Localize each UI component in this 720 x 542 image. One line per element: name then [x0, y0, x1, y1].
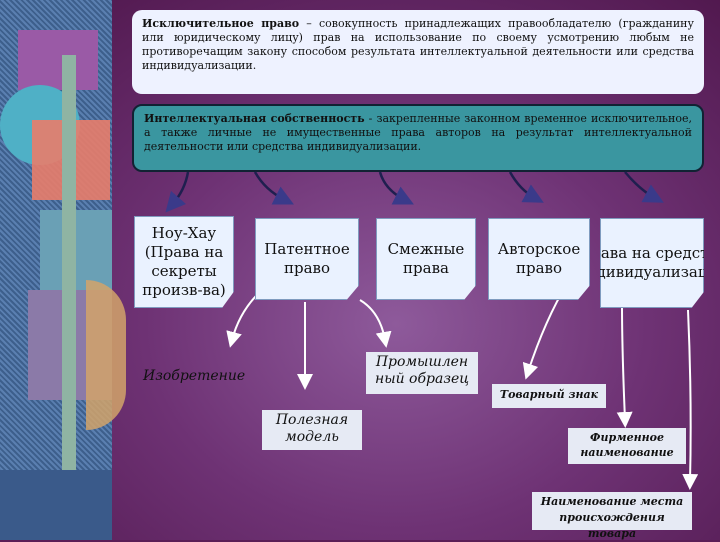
- exclusive-right-definition: Исключительное право – совокупность прин…: [132, 10, 704, 94]
- category-copyright: Авторское право: [488, 218, 590, 300]
- exclusive-right-term: Исключительное право: [142, 17, 300, 30]
- category-related-rights: Смежные права: [376, 218, 476, 300]
- item-trade-name: Фирменное наименование: [568, 428, 686, 464]
- intellectual-property-term: Интеллектуальная собственность: [144, 112, 365, 125]
- item-place-of-origin: Наименование места происхождения товара: [532, 492, 692, 540]
- item-trademark: Товарный знак: [492, 384, 606, 408]
- decor-block: [18, 30, 98, 90]
- item-invention: Изобретение: [143, 368, 246, 384]
- intellectual-property-text: - закрепленные законном временное исключ…: [144, 112, 693, 153]
- category-patent-law: Патентное право: [255, 218, 359, 300]
- category-label: Права на средства индивидуализации: [576, 244, 720, 281]
- decor-block: [0, 470, 112, 540]
- category-label: Авторское право: [497, 240, 581, 277]
- decor-half-circle: [86, 280, 126, 430]
- decorative-side-panel: [0, 0, 126, 540]
- category-knowhow: Ноу-Хау (Права на секреты произв-ва): [134, 216, 234, 308]
- category-label: Смежные права: [387, 240, 465, 277]
- intellectual-property-definition: Интеллектуальная собственность - закрепл…: [132, 104, 704, 172]
- category-label: Ноу-Хау (Права на секреты произв-ва): [142, 224, 226, 299]
- item-industrial-design: Промышлен ный образец: [366, 352, 478, 394]
- category-label: Патентное право: [264, 240, 350, 277]
- item-utility-model: Полезная модель: [262, 410, 362, 450]
- exclusive-right-text: – совокупность принадлежащих правооблада…: [142, 17, 694, 72]
- category-means-of-individualization: Права на средства индивидуализации: [600, 218, 704, 308]
- decor-bar: [62, 55, 76, 475]
